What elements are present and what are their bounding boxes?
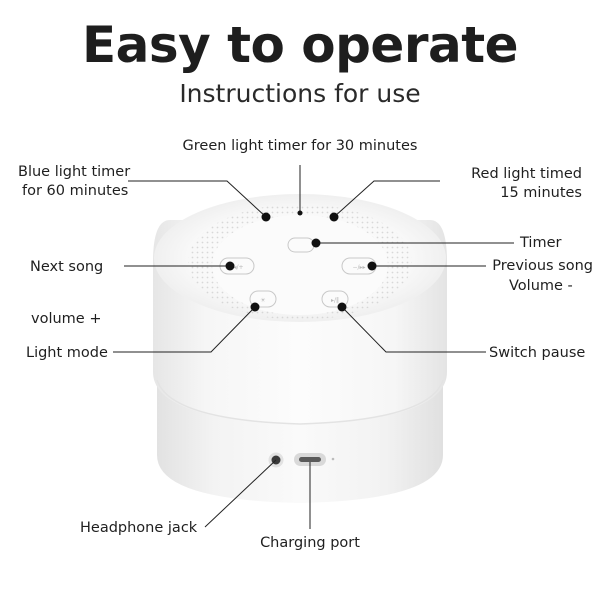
svg-text:☀: ☀ xyxy=(260,297,266,304)
label-blue-timer-line2: for 60 minutes xyxy=(22,183,129,199)
label-light-mode: Light mode xyxy=(26,345,108,361)
page-subtitle: Instructions for use xyxy=(179,79,421,108)
label-charging-port: Charging port xyxy=(260,535,360,551)
label-volume-minus: Volume - xyxy=(509,278,573,294)
label-green-timer: Green light timer for 30 minutes xyxy=(182,138,418,154)
label-previous-song: Previous song xyxy=(492,258,593,274)
label-red-timer-line2: 15 minutes xyxy=(500,185,582,201)
light-mode-button[interactable]: ☀ xyxy=(249,290,277,308)
page-title: Easy to operate xyxy=(81,16,519,74)
label-headphone-jack: Headphone jack xyxy=(80,520,198,536)
svg-text:−/▸▸: −/▸▸ xyxy=(352,264,365,271)
label-next-song: Next song xyxy=(30,259,104,275)
label-blue-timer-line1: Blue light timer xyxy=(18,164,131,180)
label-switch-pause: Switch pause xyxy=(489,345,586,361)
svg-text:◂◂/+: ◂◂/+ xyxy=(230,264,243,271)
leader-lines xyxy=(113,165,514,529)
label-red-timer-line1: Red light timed xyxy=(471,166,582,182)
switch-pause-button[interactable]: ▸/‖ xyxy=(321,290,349,308)
leader-dots xyxy=(225,210,377,312)
label-timer: Timer xyxy=(520,235,562,251)
label-volume-plus: volume + xyxy=(31,311,102,327)
device-top-face xyxy=(154,194,446,322)
svg-text:▸/‖: ▸/‖ xyxy=(331,297,339,304)
charging-port xyxy=(294,453,335,466)
